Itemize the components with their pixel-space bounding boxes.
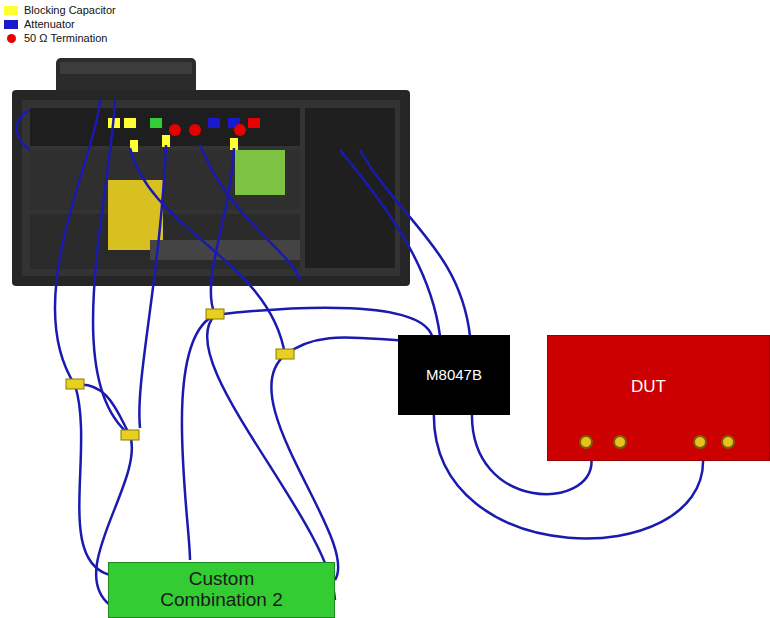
instrument-box: M8047B [398,335,510,415]
termination [234,124,246,136]
green-module [235,150,285,195]
legend-text: Blocking Capacitor [24,4,116,16]
slot [305,108,395,268]
node-label: M8047B [426,367,482,384]
port [248,118,260,128]
sma-connector [580,436,592,448]
sma-connector [722,436,734,448]
legend-row: Blocking Capacitor [4,3,116,17]
legend-text: 50 Ω Termination [24,32,107,44]
sma-connector [694,436,706,448]
slot [30,214,300,269]
dut-box: DUT [547,335,770,461]
port [150,118,162,128]
legend-text: Attenuator [24,18,75,30]
attenuator [208,118,220,128]
legend: Blocking CapacitorAttenuator 50 Ω Termina… [4,3,116,45]
yellow-module [108,180,163,250]
legend-swatch [7,34,16,43]
termination [169,124,181,136]
legend-swatch [4,6,18,15]
legend-swatch [4,20,18,29]
legend-row: Attenuator [4,17,116,31]
legend-row: 50 Ω Termination [4,31,116,45]
custom-combination-box: Custom Combination 2 [108,562,335,618]
blocking-capacitor [124,118,136,128]
power-dividers [66,309,294,440]
chassis [12,90,410,286]
sma-connector [614,436,626,448]
remote-head-top [60,62,192,74]
dut-connectors [548,336,770,462]
slot [30,108,300,146]
termination [189,124,201,136]
node-label: DUT [631,378,666,397]
node-label: Custom Combination 2 [137,569,307,611]
